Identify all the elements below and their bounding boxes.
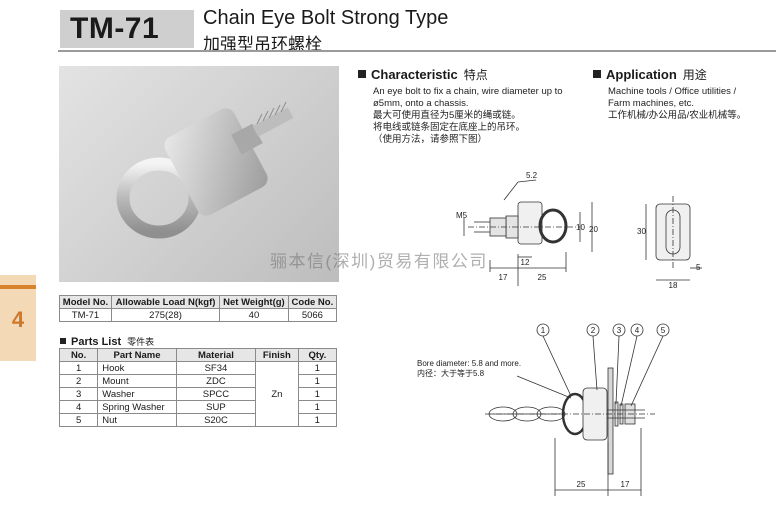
dim-25: 25 [538, 273, 547, 282]
col-model-no: Model No. [59, 295, 112, 309]
table-row: 4 Spring Washer SUP 1 [58, 400, 338, 414]
application-text: Machine tools / Office utilities / Farm … [608, 86, 773, 122]
application-line: Machine tools / Office utilities / [608, 86, 737, 97]
product-title-en: Chain Eye Bolt Strong Type [203, 7, 449, 29]
col-part-name: Part Name [97, 348, 177, 362]
cell-no: 3 [58, 387, 99, 401]
dim-m5: M5 [456, 211, 468, 220]
cell-material: ZDC [175, 374, 257, 388]
cell-qty: 1 [297, 400, 338, 414]
characteristic-line: An eye bolt to fix a chain, wire diamete… [373, 86, 563, 97]
cell-part-name: Spring Washer [97, 400, 177, 414]
dim-12: 12 [521, 258, 530, 267]
parts-table: No. Part Name Material Finish Qty. 1 Hoo… [58, 348, 338, 427]
callout-5: 5 [661, 326, 666, 335]
col-no: No. [58, 348, 99, 362]
col-net-weight: Net Weight(g) [219, 295, 289, 309]
table-row: 5 Nut S20C 1 [58, 413, 338, 427]
assembly-dim-25: 25 [577, 480, 586, 489]
col-code-no: Code No. [287, 295, 338, 309]
characteristic-text: An eye bolt to fix a chain, wire diamete… [373, 86, 583, 146]
characteristic-line: 将电线或链条固定在底座上的吊环。 [373, 122, 526, 133]
characteristic-line: （使用方法，请参照下图） [373, 134, 488, 145]
dim-10: 10 [576, 223, 585, 232]
assembly-dim-17: 17 [621, 480, 630, 489]
cell-material: S20C [175, 413, 257, 427]
table-row: TM-71 275(28) 40 5066 [59, 308, 338, 322]
bullet-square-icon [358, 70, 366, 78]
col-allowable-load: Allowable Load N(kgf) [110, 295, 221, 309]
model-code: TM-71 [70, 12, 160, 45]
chapter-tab-accent [0, 285, 36, 289]
assembly-drawing: 1 2 3 4 5 Bore diameter: 5.8 and more. 内… [417, 323, 670, 496]
cell-part-name: Mount [97, 374, 177, 388]
dim-18: 18 [669, 281, 678, 290]
dimension-drawings: 17 25 12 10 20 M5 5.2 30 5 18 [456, 171, 702, 290]
cell-qty: 1 [297, 387, 338, 401]
cell-material: SUP [175, 400, 257, 414]
watermark: 骊本信(深圳)贸易有限公司 [270, 252, 488, 271]
chapter-tab [0, 275, 36, 361]
eye-bolt-illustration [116, 101, 294, 239]
cell-weight: 40 [219, 308, 289, 322]
dim-17: 17 [499, 273, 508, 282]
parts-table-header: No. Part Name Material Finish Qty. [58, 348, 338, 362]
bore-note-en: Bore diameter: 5.8 and more. [417, 359, 521, 368]
cell-model: TM-71 [59, 308, 112, 322]
cell-material: SF34 [175, 361, 257, 375]
header-divider [58, 50, 776, 52]
callout-2: 2 [591, 326, 596, 335]
spec-table-header: Model No. Allowable Load N(kgf) Net Weig… [59, 295, 338, 309]
cell-finish: Zn [255, 361, 299, 427]
cell-no: 1 [58, 361, 99, 375]
cell-load: 275(28) [110, 308, 221, 322]
callout-4: 4 [635, 326, 640, 335]
cell-no: 5 [58, 413, 99, 427]
product-photo [59, 66, 339, 282]
application-line: Farm machines, etc. [608, 98, 695, 109]
spec-table: Model No. Allowable Load N(kgf) Net Weig… [59, 295, 338, 322]
cell-material: SPCC [175, 387, 257, 401]
cell-qty: 1 [297, 361, 338, 375]
characteristic-line: ø5mm, onto a chassis. [373, 98, 469, 109]
col-qty: Qty. [297, 348, 338, 362]
cell-part-name: Hook [97, 361, 177, 375]
application-line: 工作机械/办公用品/农业机械等。 [608, 110, 747, 121]
bore-note-zh: 内径：大于等于5.8 [417, 368, 485, 378]
chapter-number: 4 [11, 307, 25, 332]
cell-part-name: Washer [97, 387, 177, 401]
table-row: 2 Mount ZDC 1 [58, 374, 338, 388]
dim-20: 20 [589, 225, 598, 234]
cell-qty: 1 [297, 413, 338, 427]
cell-no: 4 [58, 400, 99, 414]
model-code-box [60, 10, 194, 48]
col-material: Material [175, 348, 257, 362]
cell-part-name: Nut [97, 413, 177, 427]
cell-no: 2 [58, 374, 99, 388]
cell-code: 5066 [287, 308, 338, 322]
characteristic-line: 最大可使用直径为5厘米的绳或链。 [373, 110, 521, 121]
bullet-square-icon [60, 338, 66, 344]
callout-3: 3 [617, 326, 622, 335]
bullet-square-icon [593, 70, 601, 78]
callout-1: 1 [541, 326, 546, 335]
dim-5: 5 [696, 263, 701, 272]
dim-30: 30 [637, 227, 646, 236]
cell-qty: 1 [297, 374, 338, 388]
table-row: 1 Hook SF34 Zn 1 [58, 361, 338, 427]
dim-5-2: 5.2 [526, 171, 538, 180]
col-finish: Finish [255, 348, 299, 362]
product-title-zh: 加强型吊环螺栓 [203, 35, 322, 54]
